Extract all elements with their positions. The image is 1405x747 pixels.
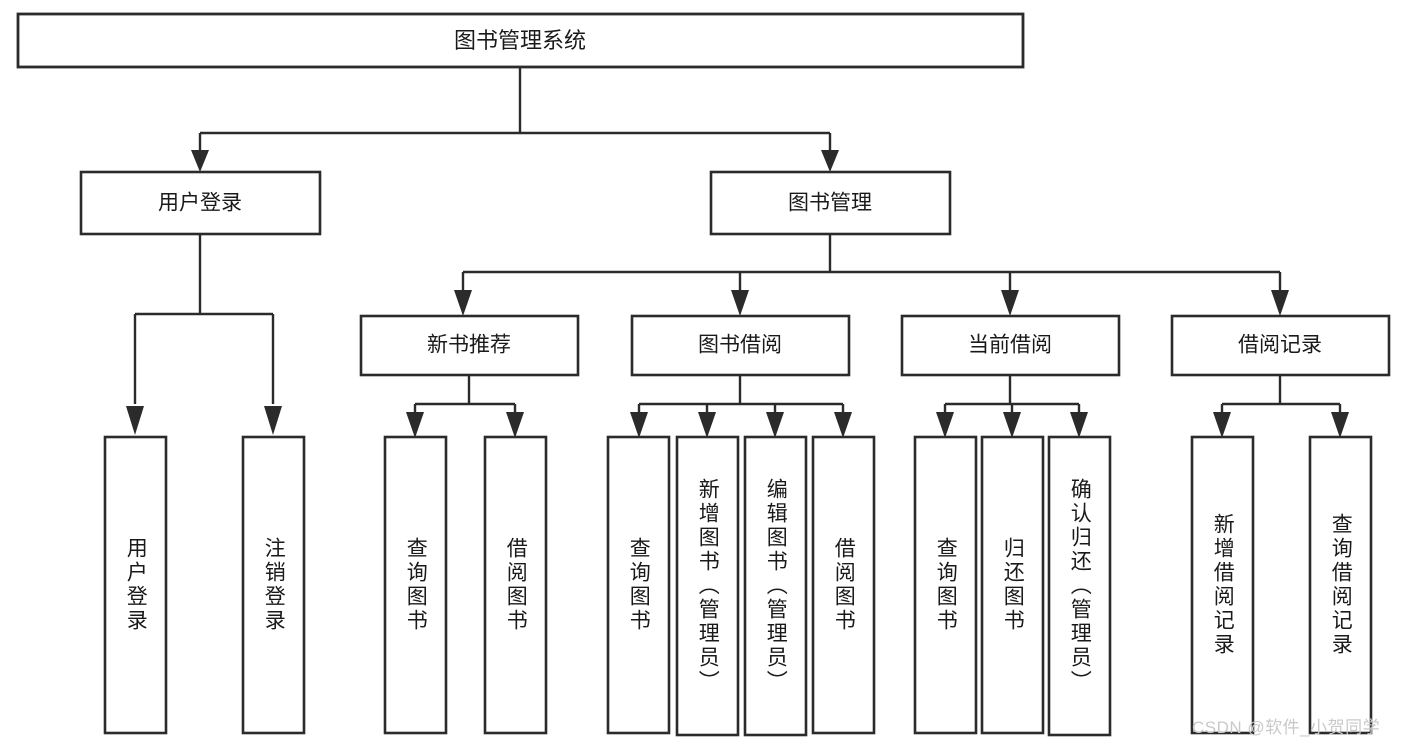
arrow-bookborrow-leaf-2 <box>698 412 716 438</box>
arrow-newbook <box>454 290 472 316</box>
arrow-leaf-user-login <box>126 406 144 435</box>
leaf-box-bookborrow-query[interactable] <box>606 435 671 735</box>
leaf-box-bookborrow-edit[interactable] <box>743 435 808 737</box>
leaf-box-currentborrow-confirm[interactable] <box>1047 435 1112 737</box>
leaf-box-currentborrow-return[interactable] <box>980 435 1045 735</box>
node-new-book-recommend-box[interactable] <box>359 314 580 377</box>
node-book-management-label: 图书管理 <box>788 192 872 215</box>
node-root[interactable]: 图书管理系统 <box>16 12 1025 69</box>
node-current-borrow-label: 当前借阅 <box>968 334 1052 357</box>
arrow-borrowrecord-leaf-2 <box>1331 412 1349 438</box>
csdn-watermark: CSDN @软件_小贺同学 <box>1192 718 1381 737</box>
arrow-newbook-leaf-2 <box>506 412 524 438</box>
node-borrow-record-label: 借阅记录 <box>1238 334 1322 357</box>
arrow-currentborrow-leaf-3 <box>1070 412 1088 438</box>
node-user-login[interactable]: 用户登录 <box>79 170 322 236</box>
arrow-currentborrow-leaf-1 <box>936 412 954 438</box>
arrow-currentborrow <box>1001 290 1019 316</box>
arrow-newbook-leaf-1 <box>406 412 424 438</box>
node-book-management-box[interactable] <box>709 170 952 236</box>
leaf-box-bookborrow-add[interactable] <box>675 435 740 737</box>
arrow-bookborrow-leaf-3 <box>766 412 784 438</box>
leaf-box-bookborrow-borrow[interactable] <box>811 435 876 735</box>
node-book-borrow[interactable]: 图书借阅 <box>630 314 851 377</box>
leaf-box-newbook-borrow[interactable] <box>483 435 548 735</box>
arrow-borrowrecord <box>1271 290 1289 316</box>
arrow-bookborrow-leaf-1 <box>630 412 648 438</box>
arrow-user-login <box>191 150 209 172</box>
leaf-box-currentborrow-query[interactable] <box>913 435 978 735</box>
arrow-bookborrow-leaf-4 <box>834 412 852 438</box>
node-current-borrow[interactable]: 当前借阅 <box>900 314 1121 377</box>
leaf-box-user-login[interactable] <box>103 435 168 735</box>
leaf-box-record-add[interactable] <box>1190 435 1255 735</box>
connector-group <box>126 67 1349 438</box>
node-user-login-box[interactable] <box>79 170 322 236</box>
node-borrow-record[interactable]: 借阅记录 <box>1170 314 1391 377</box>
node-book-management[interactable]: 图书管理 <box>709 170 952 236</box>
node-new-book-recommend[interactable]: 新书推荐 <box>359 314 580 377</box>
leaf-box-logout[interactable] <box>241 435 306 735</box>
leaf-box-record-query[interactable] <box>1308 435 1373 735</box>
node-book-borrow-box[interactable] <box>630 314 851 377</box>
leaf-box-newbook-query[interactable] <box>383 435 448 735</box>
arrow-borrowrecord-leaf-1 <box>1213 412 1231 438</box>
node-borrow-record-box[interactable] <box>1170 314 1391 377</box>
node-root-box[interactable] <box>16 12 1025 69</box>
arrow-bookborrow <box>731 290 749 316</box>
node-new-book-recommend-label: 新书推荐 <box>427 334 511 357</box>
node-current-borrow-box[interactable] <box>900 314 1121 377</box>
arrow-book-mgmt <box>821 150 839 172</box>
node-book-borrow-label: 图书借阅 <box>698 334 782 357</box>
arrow-leaf-logout <box>264 406 282 435</box>
node-user-login-label: 用户登录 <box>158 192 242 215</box>
node-root-label: 图书管理系统 <box>454 28 586 53</box>
arrow-currentborrow-leaf-2 <box>1003 412 1021 438</box>
